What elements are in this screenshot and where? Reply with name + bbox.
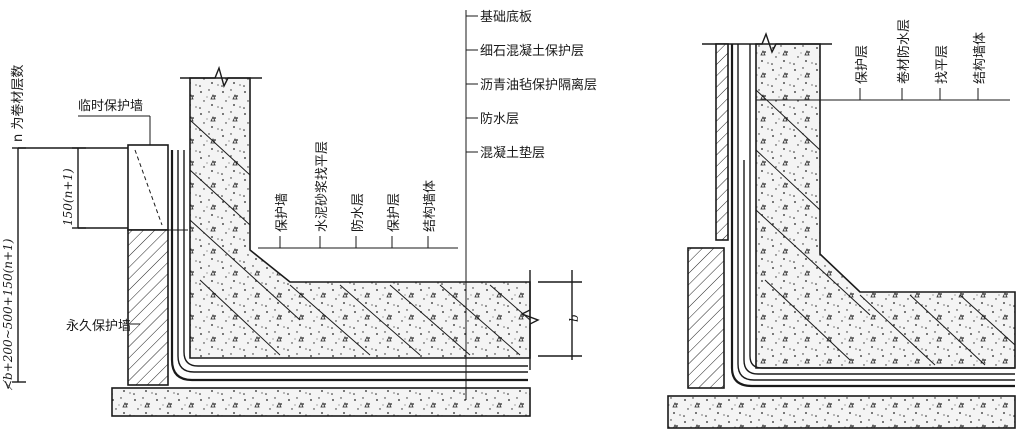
left-structural-wall bbox=[189, 77, 531, 359]
left-perm-wall-label: 永久保护墙 bbox=[66, 319, 131, 334]
base-layer-label-3: 防水层 bbox=[480, 111, 519, 127]
left-base-leader bbox=[465, 10, 478, 400]
left-wall-leader bbox=[258, 236, 458, 249]
left-temporary-wall-dash bbox=[134, 149, 163, 226]
right-wall-leader bbox=[756, 88, 1010, 101]
right-permanent-wall bbox=[687, 247, 725, 389]
right-wall-layer-label-0: 保护层 bbox=[855, 45, 870, 84]
base-layer-label-2: 沥青油毡保护隔离层 bbox=[480, 77, 597, 93]
right-concrete-cushion bbox=[667, 395, 1016, 429]
base-layer-label-1: 细石混凝土保护层 bbox=[480, 43, 584, 59]
right-wall-layer-label-3: 结构墙体 bbox=[973, 32, 988, 84]
left-b-dim-line bbox=[538, 270, 582, 360]
base-layer-label-4: 混凝土垫层 bbox=[480, 145, 545, 161]
left-height-dim-line bbox=[12, 147, 128, 383]
wall-layer-label-1: 水泥砂浆找平层 bbox=[315, 141, 330, 232]
left-lap-dim-label: 150(n+1) bbox=[61, 168, 75, 226]
right-detail: 保护层 卷材防水层 找平层 结构墙体 bbox=[667, 19, 1016, 429]
left-permanent-wall bbox=[127, 229, 169, 386]
wall-layer-label-2: 防水层 bbox=[350, 193, 366, 232]
left-break-mark-top bbox=[180, 65, 262, 88]
right-break-mark-top bbox=[702, 31, 832, 54]
left-temporary-wall bbox=[127, 144, 169, 231]
right-wall-layer-label-2: 找平层 bbox=[935, 45, 950, 84]
wall-layer-label-4: 结构墙体 bbox=[423, 180, 438, 232]
left-b-dim-label: b bbox=[567, 314, 581, 322]
right-wall-layer-label-1: 卷材防水层 bbox=[896, 19, 912, 84]
left-height-dim-label: ≮b+200~500+150(n+1) bbox=[1, 238, 15, 391]
right-waterproof-layers bbox=[730, 44, 1015, 388]
left-waterproof-layers bbox=[168, 150, 528, 382]
left-note-layer-count: n 为卷材层数 bbox=[10, 65, 26, 142]
base-layer-label-0: 基础底板 bbox=[480, 9, 532, 25]
wall-layer-label-3: 保护层 bbox=[387, 193, 402, 232]
left-concrete-hatch bbox=[189, 119, 531, 356]
left-break-mark-right bbox=[520, 270, 540, 370]
right-protect-strip bbox=[715, 43, 729, 241]
left-concrete-cushion bbox=[111, 387, 531, 417]
left-detail: ≮b+200~500+150(n+1) 150(n+1) n 为卷材层数 临时保… bbox=[1, 9, 597, 417]
wall-layer-label-0: 保护墙 bbox=[275, 193, 290, 232]
left-temp-wall-label: 临时保护墙 bbox=[78, 99, 143, 114]
